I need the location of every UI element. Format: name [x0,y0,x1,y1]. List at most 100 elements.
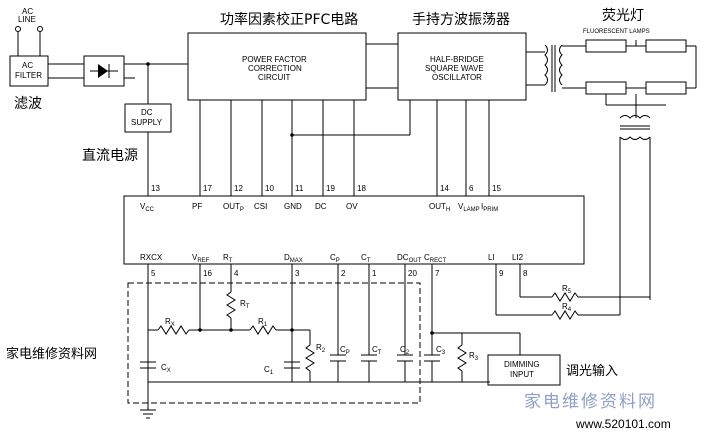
lamp-title: 荧光灯 [602,7,644,24]
weixiu-label: 家电维修资料网 [6,346,97,362]
ac-line-label-1: AC [22,7,33,16]
lamp-1 [585,39,627,53]
ic-top-pin-10-number: 10 [265,184,274,193]
r3-label: R3 [469,351,479,362]
watermark-url: www.520101.com [575,417,671,431]
r2-label: R2 [316,343,326,354]
ic-top-pin-19-name: DC [315,202,327,211]
ic-bottom-pin-8-number: 8 [523,269,528,278]
c2-label: C2 [400,345,410,356]
cp-label: CP [340,345,350,356]
ic-top-pin-19-number: 19 [326,184,335,193]
r5-label: R5 [562,284,572,295]
dimming-label-1: DIMMING [504,360,540,369]
ic-bottom-pin-16-number: 16 [203,269,212,278]
r1-label: R1 [258,317,268,328]
lamp-section: 荧光灯 FLUORESCENT LAMPS [544,7,697,315]
dimming-input-box [487,354,561,386]
lamp-3 [585,81,627,95]
r5-resistor [551,292,579,302]
ic-top-pin-18-number: 18 [357,184,366,193]
ic-top-pin-6-number: 6 [469,184,474,193]
r1-resistor [249,325,277,335]
r4-resistor [551,310,579,320]
osc-box-line-2: SQUARE WAVE [425,64,484,73]
ic-bottom-pin-7-number: 7 [435,269,440,278]
rx-label: RX [165,317,175,328]
lamp-2 [645,39,687,53]
dimming-label-2: INPUT [510,370,534,379]
r4-label: R4 [562,302,572,313]
pfc-box [187,32,367,101]
rx-resistor [157,325,190,335]
ic-bottom-pin-5-number: 5 [151,269,156,278]
dc-supply-label-1: DC [141,108,153,117]
ic-bottom-pin-3-number: 3 [295,269,300,278]
ic-bottom-pin-7-name: CRECT [424,253,446,264]
osc-box-line-1: HALF-BRIDGE [430,55,484,64]
ic-bottom-pin-4-name: RT [223,253,233,264]
ic-top-pin-14-number: 14 [440,184,449,193]
ic-bottom-pin-3-name: DMAX [284,253,303,264]
rt-label: RT [240,299,250,310]
ic-bottom-pin-1-name: CT [361,253,371,264]
ic-top-pin-17-name: PF [192,202,202,211]
osc-box-line-3: OSCILLATOR [432,73,482,82]
ic-bottom-pin-2-number: 2 [341,269,346,278]
c3-label: C3 [436,345,446,356]
main-ic: 13VCC17PF12OUTP10CSI11GND19DC18OV14OUTH6… [123,184,585,278]
ic-body [123,195,585,265]
ic-top-pin-6-name: VLAMP [458,202,480,213]
tiaoguang-label: 调光输入 [566,363,618,379]
ic-top-pin-15-number: 15 [492,184,501,193]
dc-supply: DC SUPPLY 直流电源 [82,103,172,196]
ic-bottom-pin-8-name: LI2 [512,253,524,262]
ic-bottom-pin-2-name: CP [330,253,340,264]
ct-label: CT [372,345,382,356]
ic-top-pin-11-name: GND [284,202,302,211]
ac-filter-label-2: FILTER [15,71,42,80]
ac-line-input: AC LINE AC FILTER 滤波 [9,7,84,112]
ic-top-pin-10-name: CSI [254,202,267,211]
ic-top-pin-15-name: IPRIM [481,202,498,213]
c1-label: C1 [264,365,274,376]
dc-supply-label-2: SUPPLY [131,118,163,127]
diode-symbol [98,64,108,78]
watermark-text: 家电维修资料网 [524,392,657,412]
ic-bottom-pin-20-number: 20 [408,269,417,278]
cx-label: CX [161,363,171,374]
dashed-boundary [127,282,421,404]
lvbo-label: 滤波 [14,96,42,112]
bridge-rectifier [83,55,188,104]
ic-top-pin-11-number: 11 [295,184,304,193]
ac-filter-box [9,55,49,87]
ic-bottom-pin-4-number: 4 [234,269,239,278]
osc-title: 手持方波振荡器 [412,12,510,28]
pfc-box-line-2: CORRECTION [248,64,302,73]
ac-terminal-right [37,26,43,32]
ic-top-pin-18-name: OV [346,202,358,211]
pfc-box-line-3: CIRCUIT [258,73,291,82]
ic-top-pin-12-name: OUTP [223,202,244,213]
ic-top-pin-13-number: 13 [151,184,160,193]
oscillator: 手持方波振荡器 HALF-BRIDGE SQUARE WAVE OSCILLAT… [397,12,545,196]
r3-resistor [457,344,467,372]
pfc-title: 功率因素校正PFC电路 [220,11,358,28]
rt-resistor [226,291,236,319]
ic-top-pin-17-number: 17 [203,184,212,193]
ic-bottom-pin-20-name: DCOUT [397,253,422,264]
pfc-box-line-1: POWER FACTOR [242,55,307,64]
timing-network: 家电维修资料网 RX RT R1 R2 CX [6,264,650,419]
ic-top-pin-12-number: 12 [234,184,243,193]
ic-bottom-pin-5-name: RXCX [140,253,163,262]
watermark: 家电维修资料网 www.520101.com [524,392,671,431]
osc-box [397,32,527,101]
pfc-circuit: 功率因素校正PFC电路 POWER FACTOR CORRECTION CIRC… [187,11,411,196]
ac-filter-label-1: AC [22,61,33,70]
ac-terminal-left [15,26,21,32]
ac-line-label-2: LINE [18,15,36,24]
ic-bottom-pin-9-name: LI [488,253,495,262]
r2-resistor [305,344,315,372]
ic-bottom-pin-1-number: 1 [372,269,377,278]
